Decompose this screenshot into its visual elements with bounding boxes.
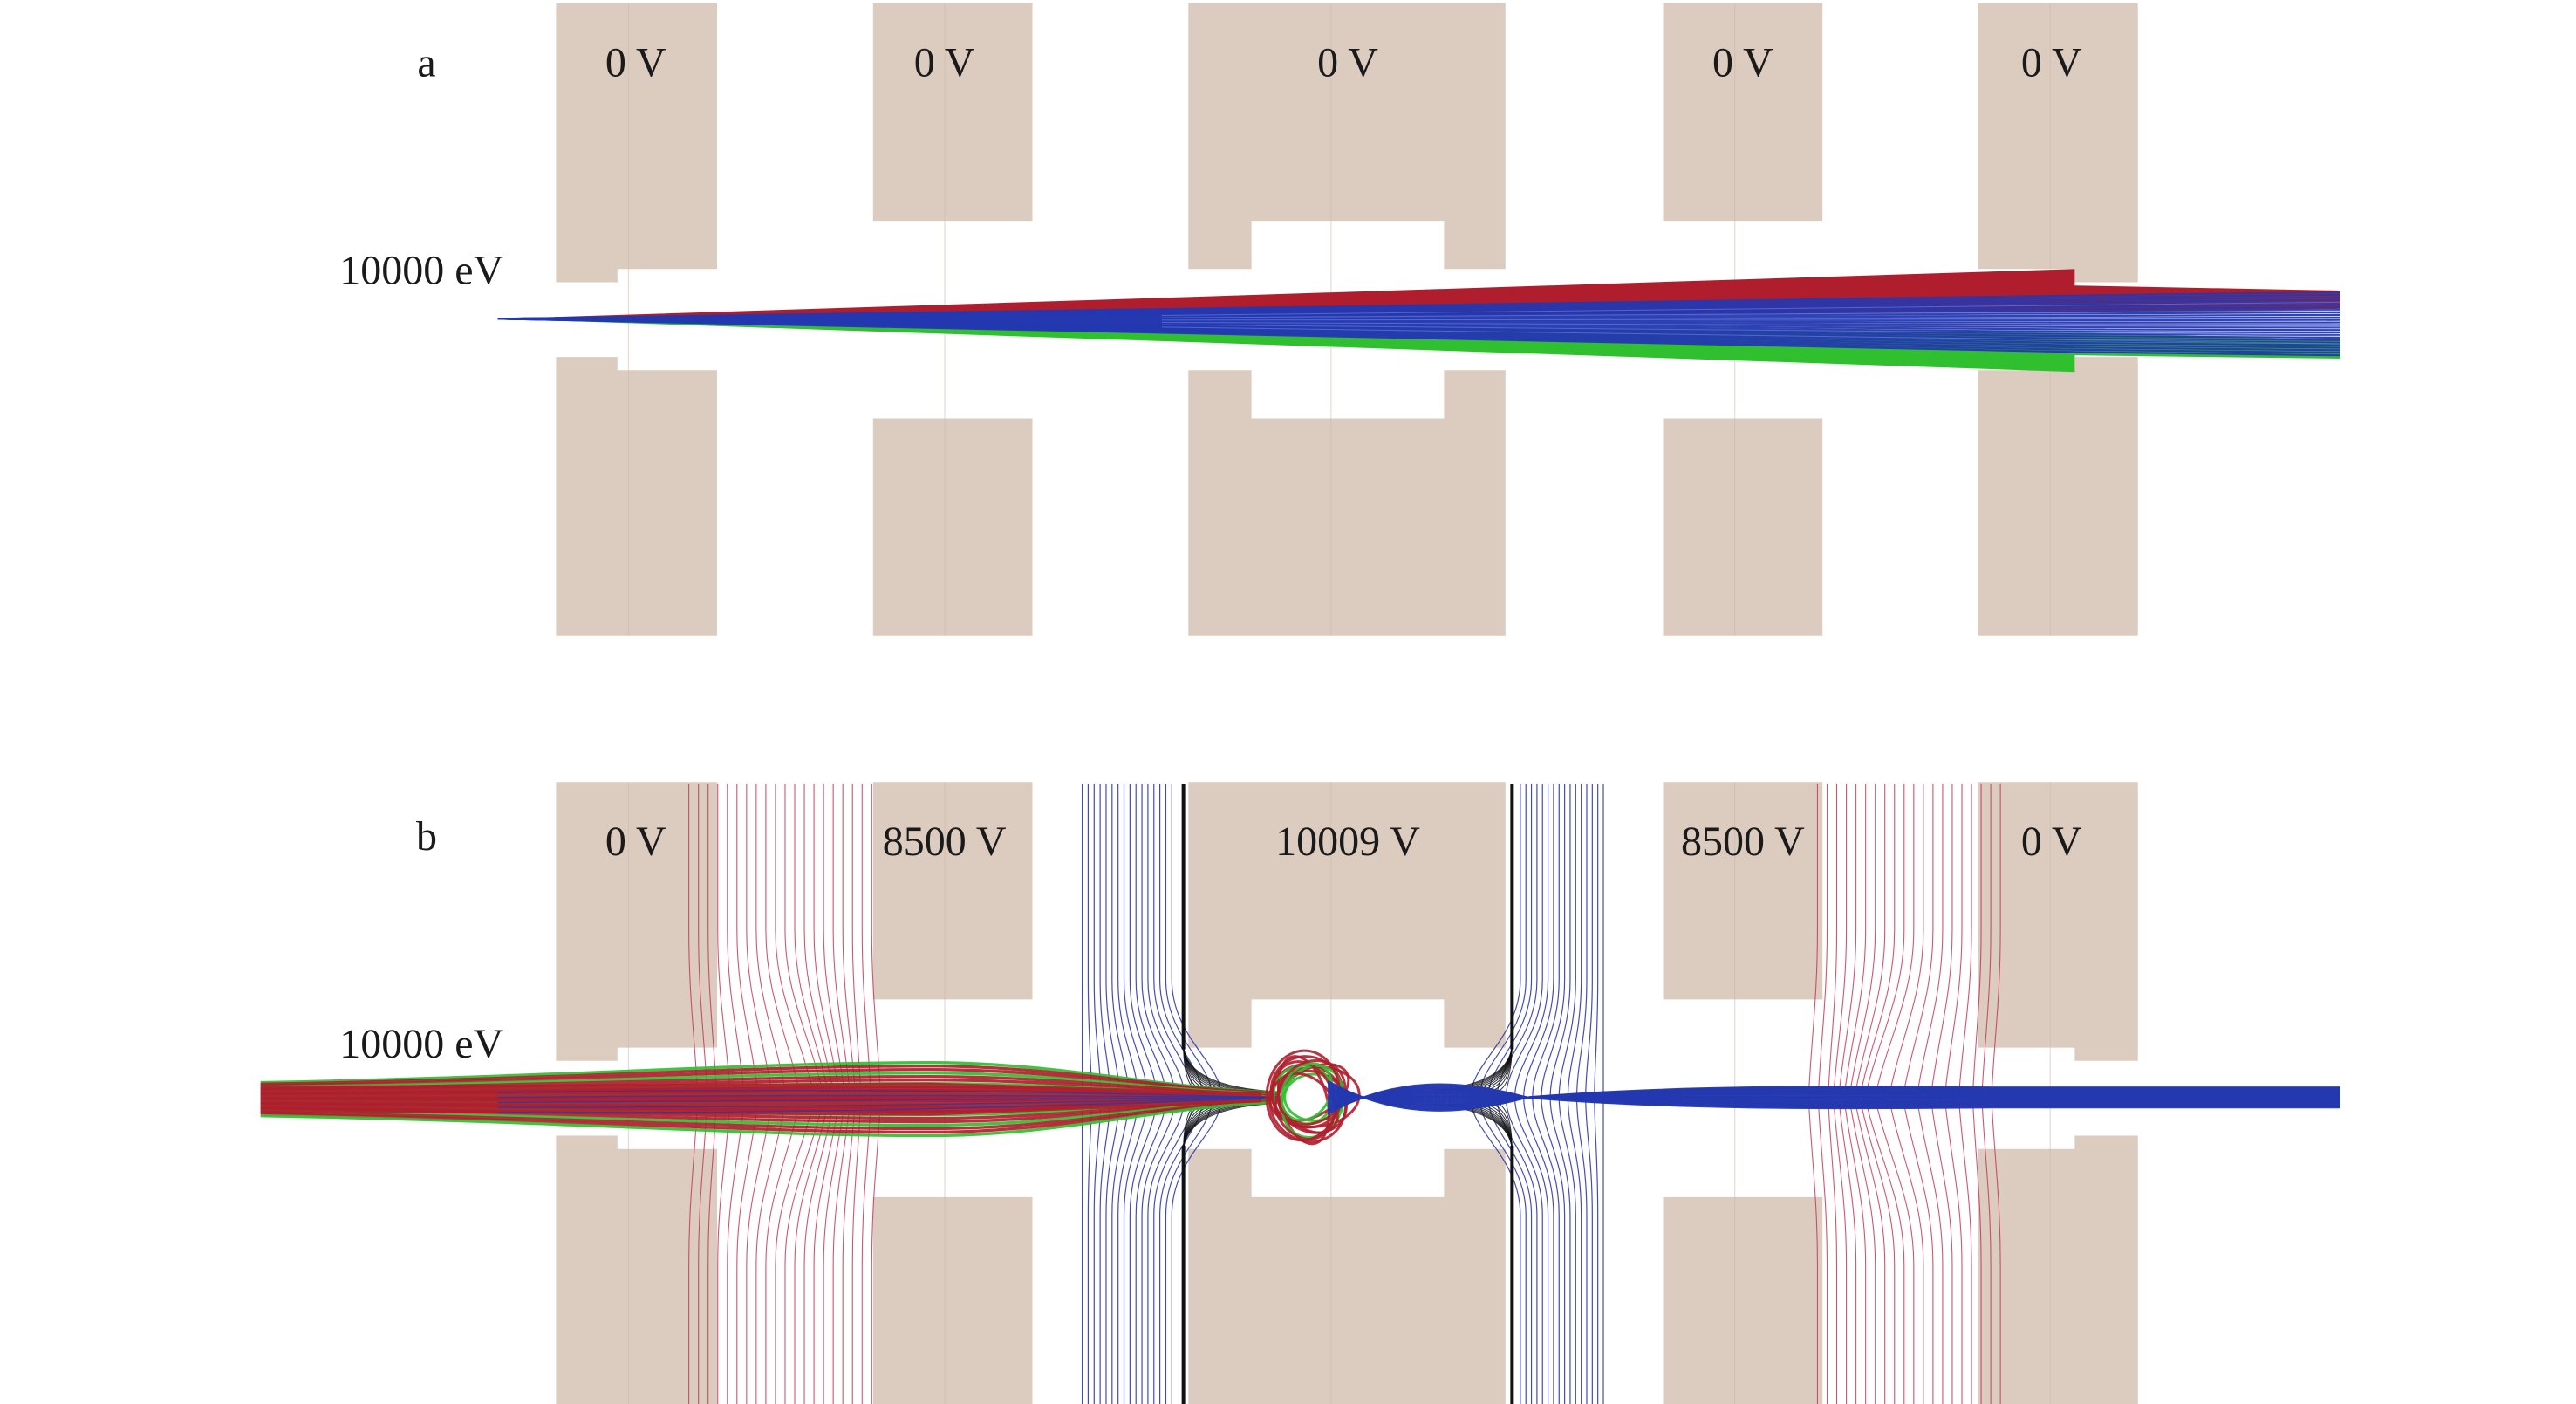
electrode-1-lower [556,357,717,636]
electrode-4-upper [1663,3,1823,222]
electrode-1-upper [556,782,717,1061]
electrode-1-lower [556,1135,717,1404]
panel-label: b [416,813,437,860]
electrode-4-upper [1663,782,1823,1000]
electrode-3-lower [1188,1148,1506,1404]
beam-energy-label: 10000 eV [339,247,503,293]
beam-red-trajectory [260,1099,1279,1131]
beam-blue-highlight [1161,324,2340,336]
electrode-2-lower [872,1196,1033,1404]
beam-green-trajectory [260,1071,1279,1096]
electrode-5-voltage-label: 0 V [2021,40,2082,86]
beam-blue-trajectory [497,318,2340,357]
electrode-3-upper [1188,782,1506,1048]
electrode-3-voltage-label: 0 V [1317,40,1378,86]
panel-b: 0 V 8500 V 10009 V 8500 V 0 V b 10000 eV [260,782,2340,1404]
electrode-2-upper [872,782,1033,1000]
electrode-2-voltage-label: 8500 V [883,818,1007,865]
electrode-4-voltage-label: 8500 V [1681,818,1805,865]
beam-blue-highlight [1161,322,2340,328]
panel-a: 0 V 0 V 0 V 0 V 0 V a 10000 eV [339,3,2340,636]
beam-red-trajectory [260,1068,1279,1095]
electrode-1-voltage-label: 0 V [605,818,666,865]
beam-blue-highlight [1161,326,2340,345]
electrode-5-lower [1978,1135,2138,1404]
electrode-3-voltage-label: 10009 V [1275,818,1420,865]
electrode-1-upper [556,3,717,283]
beam-turning-loop [1276,1059,1347,1126]
beam-blue-trajectory [497,1096,1279,1113]
electrode-5-voltage-label: 0 V [2021,818,2082,865]
electrode-2-upper [872,3,1033,222]
ion-beam-diverging [497,269,2340,373]
beam-green-trajectory [260,1099,1279,1127]
beam-blue-highlight [1161,310,2340,318]
electrode-4-voltage-label: 0 V [1712,40,1773,86]
electrode-4-lower [1663,1196,1823,1404]
beam-blue-trajectory [497,1096,1279,1104]
electrode-5-upper [1978,782,2138,1061]
beam-blue-trajectory [497,1089,1279,1099]
panel-label: a [417,40,435,86]
electrode-5-upper [1978,3,2138,283]
beam-red-trajectory [260,1065,1279,1095]
electrode-2-lower [872,418,1033,636]
beam-blue-trajectory [1327,1079,2340,1112]
beam-green-trajectory [260,1061,1279,1094]
electrode-1-voltage-label: 0 V [605,40,666,86]
beam-green-trajectory [260,1100,1279,1138]
electrode-2-voltage-label: 0 V [914,40,975,86]
ion-beam-reflected [260,1049,2340,1146]
beam-blue-highlight [1161,301,2340,317]
beam-blue-trajectory [497,1094,1279,1099]
electrode-3-upper [1188,3,1506,270]
beam-blue-trajectory [497,1096,1279,1108]
equipotential-line [1523,784,1554,1404]
beam-blue-highlight [1161,318,2340,321]
electrode-3-lower [1188,370,1506,636]
beam-turning-loop [1280,1062,1334,1122]
beam-energy-label: 10000 eV [339,1021,503,1067]
electrode-4-lower [1663,418,1823,636]
beam-red-trajectory [260,1100,1279,1134]
electrode-5-lower [1978,357,2138,636]
